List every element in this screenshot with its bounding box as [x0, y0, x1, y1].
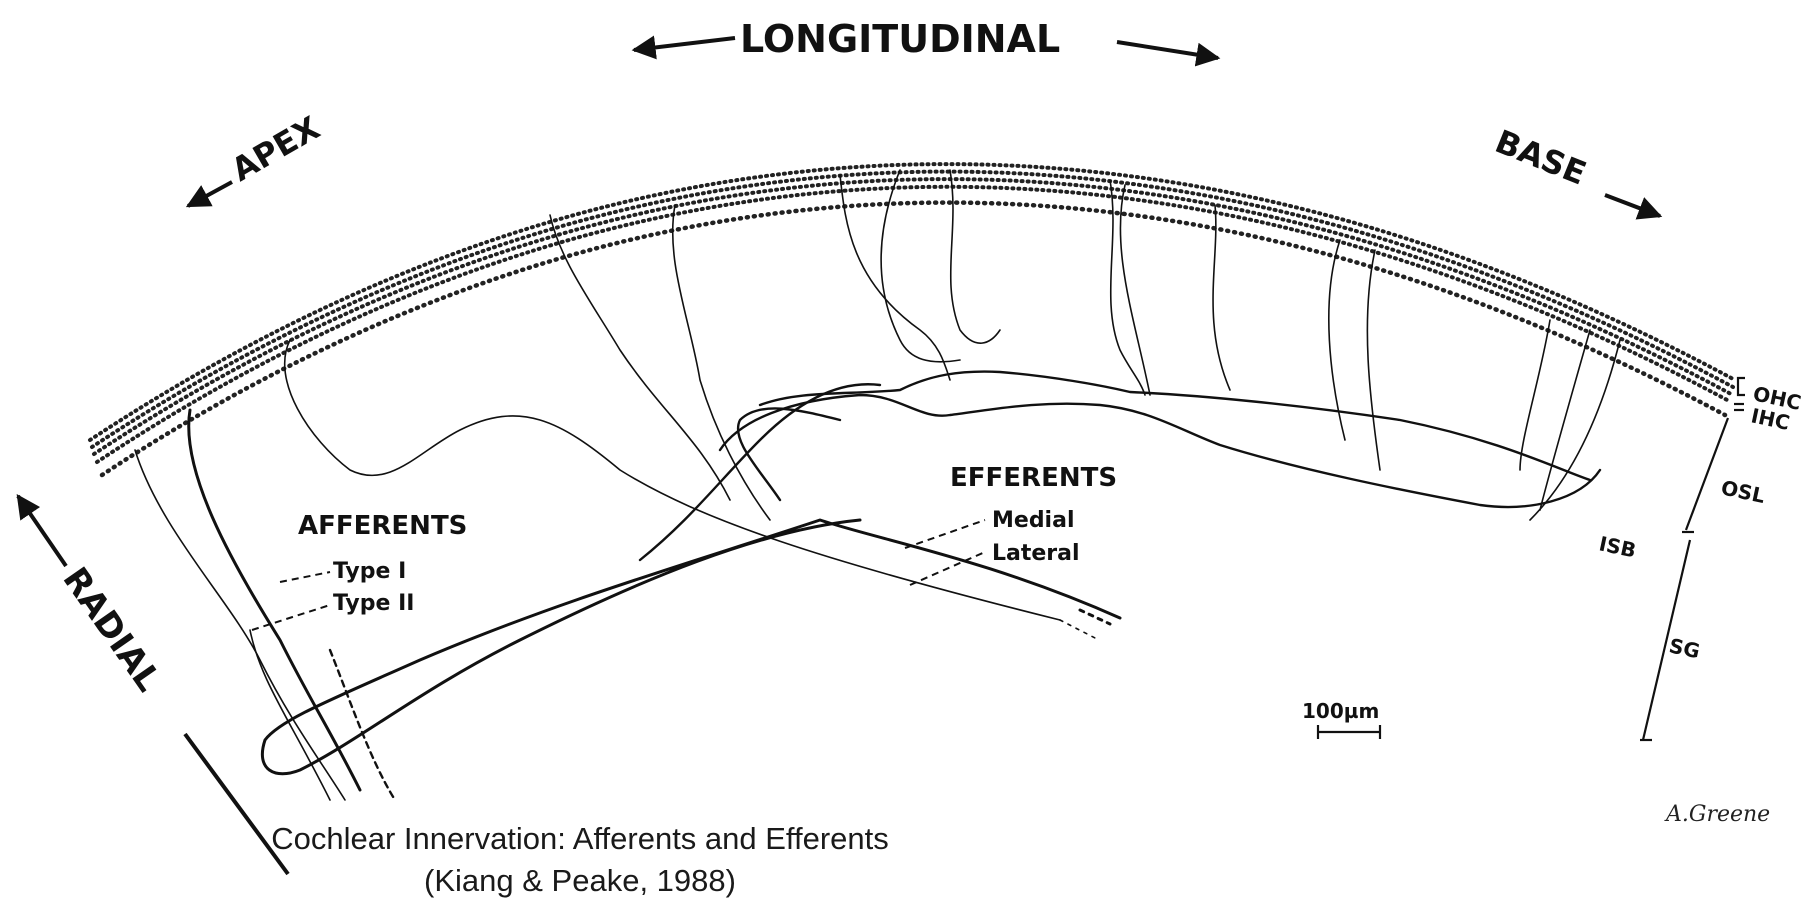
- osl-label: OSL: [1719, 475, 1767, 508]
- radial-label: RADIAL: [55, 560, 169, 699]
- ohc-row-2: [92, 172, 1733, 447]
- apex-label: APEX: [225, 108, 326, 188]
- artist-signature: A.Greene: [1666, 802, 1770, 827]
- type2-leader: [252, 605, 330, 630]
- region-bracket: [1640, 378, 1745, 740]
- ohc-row-1: [90, 164, 1735, 440]
- arrow-left-icon: [634, 38, 735, 50]
- afferent-continuation: [330, 650, 395, 800]
- efferents-label: EFFERENTS: [950, 463, 1117, 493]
- radial-arrow-up-icon: [18, 496, 66, 566]
- efferent-trunk-dash-2: [1060, 620, 1095, 638]
- radial-fiber-2: [673, 205, 770, 520]
- caption-title: Cochlear Innervation: Afferents and Effe…: [0, 820, 1160, 858]
- medial-label: Medial: [992, 508, 1075, 533]
- radial-fiber-4: [881, 170, 960, 362]
- afferents-label: AFFERENTS: [298, 511, 467, 541]
- longitudinal-label: LONGITUDINAL: [740, 17, 1060, 61]
- nerve-fibers: [135, 170, 1620, 800]
- scale-bar: [1318, 725, 1380, 739]
- lateral-label: Lateral: [992, 541, 1080, 566]
- outer-spiral-bundle: [720, 395, 1600, 507]
- osl-span: [1686, 418, 1728, 530]
- medial-leader: [905, 520, 985, 548]
- caption-citation: (Kiang & Peake, 1988): [0, 862, 1160, 900]
- radial-fiber-1: [550, 215, 730, 500]
- arrow-right-icon: [1117, 42, 1218, 58]
- ohc-bracket: [1738, 378, 1745, 395]
- radial-fiber-12: [1540, 330, 1590, 510]
- type1-leader: [280, 572, 330, 582]
- isb-label: ISB: [1597, 531, 1638, 562]
- base-label: BASE: [1490, 122, 1591, 192]
- radial-fiber-5: [950, 170, 1000, 343]
- radial-fiber-11: [1520, 320, 1550, 470]
- sg-label: SG: [1667, 633, 1702, 663]
- scale-label: 100µm: [1302, 699, 1379, 723]
- base-arrow-icon: [1605, 195, 1660, 216]
- hair-cell-rows: [90, 164, 1735, 475]
- radial-fiber-10: [1367, 250, 1380, 470]
- afferent-fiber-1: [135, 450, 345, 800]
- apex-arrow-icon: [188, 182, 232, 206]
- ohc-row-3: [94, 179, 1731, 454]
- ihc-row: [102, 203, 1725, 475]
- type2-label: Type II: [333, 591, 414, 616]
- type1-label: Type I: [333, 559, 406, 584]
